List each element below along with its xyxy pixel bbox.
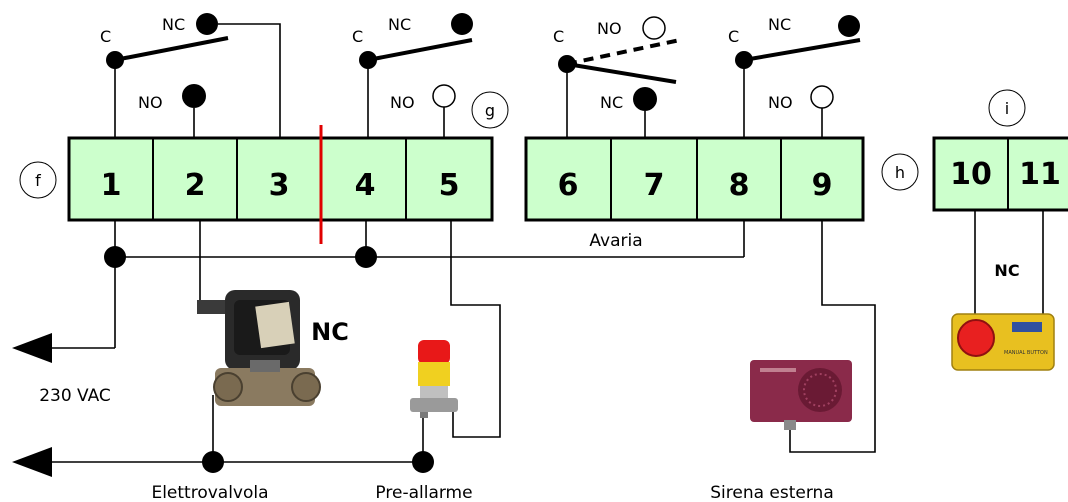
terminal-3: 3 [269, 168, 290, 203]
terminal-block-1-5: 1 2 3 4 5 [67, 125, 494, 244]
terminal-11: 11 [1019, 157, 1061, 192]
relay-3-c-label: C [553, 27, 564, 46]
marker-i: i [988, 89, 1026, 127]
relay-1-no-label: NO [138, 93, 163, 112]
relay-1-no-dot [182, 84, 206, 108]
relay-3-no-label: NO [597, 19, 622, 38]
relay-1-common-dot [106, 51, 124, 69]
sirena-esterna-label: Sirena esterna [710, 483, 834, 502]
relay-3-no-dot [642, 16, 666, 40]
beacon-light-image [410, 340, 458, 418]
solenoid-valve-image [197, 290, 321, 406]
terminal-7: 7 [644, 168, 665, 203]
external-siren-image [750, 360, 852, 430]
svg-text:i: i [1005, 99, 1009, 118]
relay-4-nc-label: NC [768, 15, 791, 34]
relay-4-nc-dot [838, 15, 860, 37]
preallarme-label: Pre-allarme [375, 483, 472, 502]
svg-text:f: f [35, 171, 41, 190]
terminal-10: 10 [950, 157, 992, 192]
terminal-8: 8 [729, 168, 750, 203]
relay-3-nc-label: NC [600, 93, 623, 112]
relay-2-common-dot [359, 51, 377, 69]
relay-1-contacts: C NC NO [100, 13, 281, 138]
valve-nc-label: NC [311, 318, 349, 346]
junction-terminal-4 [355, 246, 377, 268]
relay-3-common-dot [558, 55, 576, 73]
relay-4-common-dot [735, 51, 753, 69]
relay-2-no-label: NO [390, 93, 415, 112]
relay-2-c-label: C [352, 27, 363, 46]
button-nc-label: NC [994, 261, 1019, 280]
junction-valve [202, 451, 224, 473]
svg-text:g: g [485, 101, 495, 120]
marker-g: g [471, 91, 509, 129]
relay-3-contacts: C NO NC [553, 16, 681, 138]
terminal-block-10-11: 10 11 [932, 136, 1068, 212]
elettrovalvola-label: Elettrovalvola [151, 483, 268, 502]
terminal-6: 6 [558, 168, 579, 203]
terminal-5: 5 [439, 168, 460, 203]
terminal-2: 2 [185, 168, 206, 203]
relay-1-nc-label: NC [162, 15, 185, 34]
svg-text:h: h [895, 163, 905, 182]
relay-4-no-label: NO [768, 93, 793, 112]
relay-4-no-dot [810, 85, 834, 109]
terminal-9: 9 [812, 168, 833, 203]
lower-wiring [12, 210, 1044, 477]
relay-2-no-dot [432, 84, 456, 108]
terminal-block-6-9: 6 7 8 9 [524, 136, 865, 222]
relay-2-nc-dot [451, 13, 473, 35]
marker-h: h [881, 153, 919, 191]
relay-2-nc-label: NC [388, 15, 411, 34]
junction-terminal-1 [104, 246, 126, 268]
terminal-1: 1 [101, 168, 122, 203]
avaria-label: Avaria [589, 231, 642, 251]
relay-1-nc-dot [196, 13, 218, 35]
arrow-230vac-bottom [12, 447, 52, 477]
relay-4-c-label: C [728, 27, 739, 46]
relay-3-nc-dot [633, 87, 657, 111]
junction-beacon [412, 451, 434, 473]
arrow-230vac-top [12, 333, 52, 363]
relay-2-contacts: C NC NO [352, 13, 473, 138]
marker-f: f [19, 161, 57, 199]
supply-230vac-label: 230 VAC [39, 386, 111, 406]
relay-1-c-label: C [100, 27, 111, 46]
relay-4-contacts: C NC NO [728, 15, 861, 138]
terminal-4: 4 [355, 168, 376, 203]
manual-button-text: MANUAL BUTTON [1004, 350, 1048, 356]
manual-button-image: MANUAL BUTTON [951, 313, 1055, 371]
